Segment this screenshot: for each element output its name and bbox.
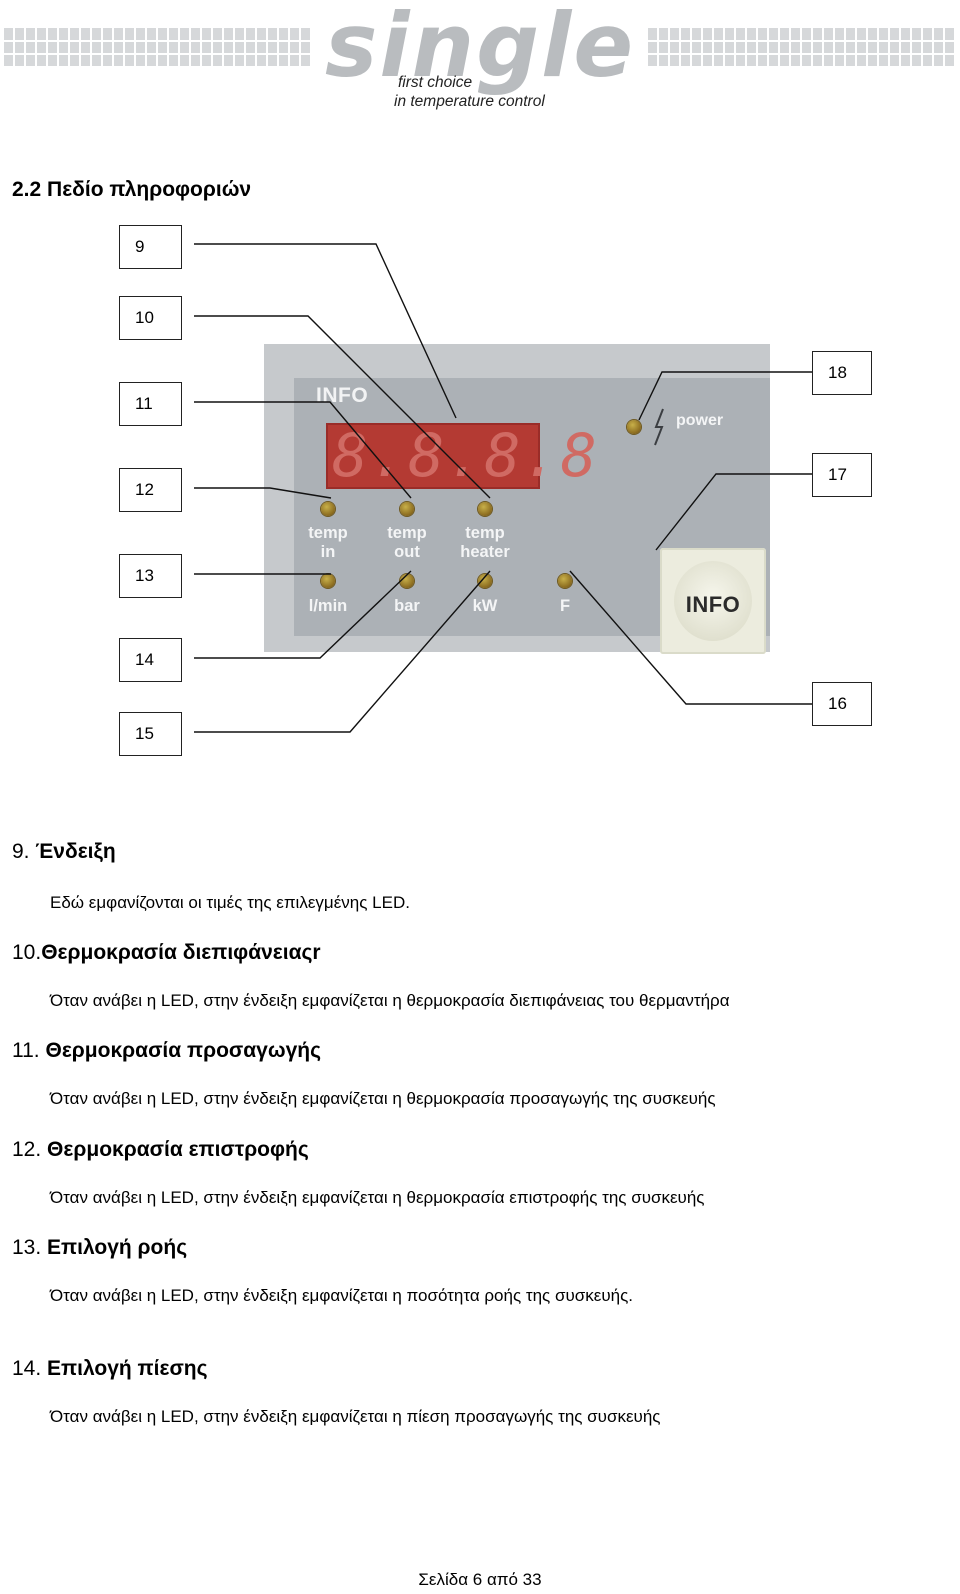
logo-wordmark: single bbox=[324, 0, 636, 97]
power-led bbox=[627, 420, 641, 434]
logo-tagline-2: in temperature control bbox=[394, 93, 545, 110]
info-button-dome bbox=[674, 561, 752, 641]
callout-16: 16 bbox=[812, 682, 872, 726]
lightning-icon bbox=[654, 408, 664, 446]
callout-12: 12 bbox=[119, 468, 182, 512]
item-13-description: Όταν ανάβει η LED, στην ένδειξη εμφανίζε… bbox=[50, 1286, 633, 1305]
label-bar: bar bbox=[394, 597, 420, 615]
label-f: F bbox=[559, 597, 571, 615]
label-temp-out: temp out bbox=[387, 524, 427, 561]
item-14-description: Όταν ανάβει η LED, στην ένδειξη εμφανίζε… bbox=[50, 1407, 661, 1426]
item-12-heading: 12. Θερμοκρασία επιστροφής bbox=[12, 1138, 309, 1161]
callout-14: 14 bbox=[119, 638, 182, 682]
callout-9: 9 bbox=[119, 225, 182, 269]
leader-17 bbox=[655, 473, 812, 551]
leader-18 bbox=[638, 371, 812, 421]
led-lmin bbox=[321, 574, 335, 588]
item-10-description: Όταν ανάβει η LED, στην ένδειξη εμφανίζε… bbox=[50, 991, 730, 1010]
label-lmin: l/min bbox=[308, 597, 348, 615]
callout-11: 11 bbox=[119, 382, 182, 426]
item-9-heading: 9. Ένδειξη bbox=[12, 840, 116, 863]
logo-tagline-1: first choice bbox=[398, 74, 473, 91]
header-stripe-left bbox=[4, 28, 312, 66]
led-f bbox=[558, 574, 572, 588]
led-temp-in bbox=[321, 502, 335, 516]
leader-14 bbox=[194, 570, 412, 659]
item-13-heading: 13. Επιλογή ροής bbox=[12, 1236, 188, 1259]
info-button: INFO bbox=[660, 548, 766, 654]
section-title: 2.2 Πεδίο πληροφοριών bbox=[12, 178, 252, 201]
leader-16 bbox=[569, 570, 812, 705]
label-temp-in: temp in bbox=[308, 524, 348, 561]
led-temp-out bbox=[400, 502, 414, 516]
power-label: power bbox=[676, 412, 724, 429]
item-11-description: Όταν ανάβει η LED, στην ένδειξη εμφανίζε… bbox=[50, 1089, 716, 1108]
brand-logo: single first choice in temperature contr… bbox=[322, 0, 638, 112]
callout-18: 18 bbox=[812, 351, 872, 395]
callout-leader-lines bbox=[194, 243, 812, 733]
info-panel-title: INFO bbox=[316, 384, 369, 407]
leader-15 bbox=[194, 570, 491, 733]
info-button-label: INFO bbox=[685, 592, 741, 617]
leader-9 bbox=[194, 243, 457, 419]
leader-12 bbox=[194, 487, 332, 499]
item-10-heading: 10.Θερμοκρασία διεπιφάνειαςr bbox=[12, 941, 321, 964]
callout-15: 15 bbox=[119, 712, 182, 756]
callout-10: 10 bbox=[119, 296, 182, 340]
header-stripe-right bbox=[648, 28, 956, 66]
page-footer: Σελίδα 6 από 33 bbox=[418, 1570, 542, 1589]
led-kw bbox=[478, 574, 492, 588]
item-9-description: Εδώ εμφανίζονται οι τιμές της επιλεγμένη… bbox=[50, 893, 410, 912]
callout-17: 17 bbox=[812, 453, 872, 497]
leader-11 bbox=[194, 401, 412, 499]
label-kw: kW bbox=[472, 597, 498, 615]
callout-13: 13 bbox=[119, 554, 182, 598]
label-temp-heater: temp heater bbox=[460, 524, 510, 561]
info-panel-figure: INFO 8.8.8.8 power temp in temp out bbox=[0, 220, 960, 780]
item-11-heading: 11. Θερμοκρασία προσαγωγής bbox=[12, 1039, 322, 1062]
item-14-heading: 14. Επιλογή πίεσης bbox=[12, 1357, 208, 1380]
item-12-description: Όταν ανάβει η LED, στην ένδειξη εμφανίζε… bbox=[50, 1188, 705, 1207]
leader-10 bbox=[194, 315, 491, 499]
led-temp-heater bbox=[478, 502, 492, 516]
